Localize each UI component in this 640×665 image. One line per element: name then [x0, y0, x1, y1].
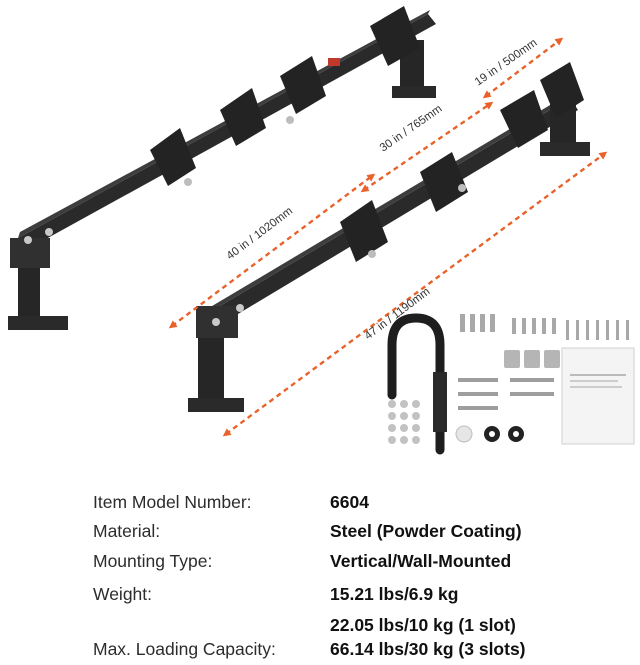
model-label: Item Model Number:	[93, 492, 252, 512]
j-hook-accessory	[387, 313, 447, 455]
specifications-table: Item Model Number: 6604 Material: Steel …	[0, 480, 640, 665]
hardware-kit	[388, 314, 629, 444]
dimension-label-40in: 40 in / 1020mm	[225, 205, 296, 262]
model-value: 6604	[330, 492, 369, 512]
weight-value: 15.21 lbs/6.9 kg	[330, 584, 459, 604]
rack-bar-back	[8, 6, 436, 330]
instruction-booklet	[561, 347, 635, 445]
capacity-value-three-slots: 66.14 lbs/30 kg (3 slots)	[330, 639, 526, 659]
mounting-type-label: Mounting Type:	[93, 551, 213, 571]
dimension-label-30in: 30 in / 765mm	[378, 103, 445, 155]
product-figure: 19 in / 500mm 30 in / 765mm 40 in / 1020…	[8, 6, 635, 455]
weight-label: Weight:	[93, 584, 153, 604]
capacity-label: Max. Loading Capacity:	[93, 639, 276, 659]
mounting-type-value: Vertical/Wall-Mounted	[330, 551, 512, 571]
material-label: Material:	[93, 521, 161, 541]
material-value: Steel (Powder Coating)	[330, 521, 522, 541]
capacity-value-one-slot: 22.05 lbs/10 kg (1 slot)	[330, 615, 516, 635]
